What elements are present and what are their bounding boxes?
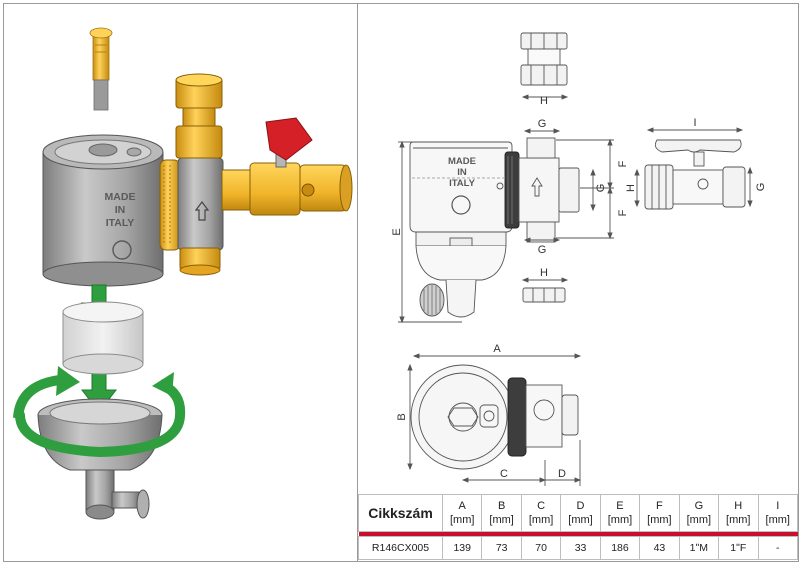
header-col-d: D[mm] <box>560 494 601 532</box>
dim-label-d: D <box>558 468 566 480</box>
cell-e: 186 <box>599 536 641 560</box>
red-separator <box>358 531 798 537</box>
dim-label-f-top: F <box>617 160 629 167</box>
cell-b: 73 <box>481 536 522 560</box>
drawing-engraving-made: MADE <box>448 156 476 167</box>
magnet-screw <box>89 27 113 111</box>
table-row: R146CX005 139 73 70 33 186 43 1ʺM 1ʺF - <box>358 536 798 560</box>
technical-drawings: MADE IN ITALY <box>391 32 767 486</box>
drain-bowl <box>37 398 163 520</box>
engraving-italy: ITALY <box>106 217 135 229</box>
header-col-e: E[mm] <box>599 494 641 532</box>
dim-label-h-top: H <box>540 95 548 107</box>
dim-label-c: C <box>500 468 508 480</box>
filter-body: MADE IN ITALY <box>42 134 164 287</box>
side-view <box>409 137 580 318</box>
coupling-bottom <box>521 277 569 303</box>
valve-drawing <box>634 127 753 210</box>
dim-label-g-mid: G <box>595 184 607 193</box>
flow-arrow-icon <box>194 201 210 221</box>
drawing-engraving-in: IN <box>457 167 467 178</box>
spec-table: Cikkszám A[mm] B[mm] C[mm] D[mm] E[mm] F… <box>358 494 798 560</box>
cell-c: 70 <box>520 536 562 560</box>
dim-label-h-valve: H <box>625 184 637 192</box>
header-product-code: Cikkszám <box>358 494 443 532</box>
dim-label-h-bottom: H <box>540 267 548 279</box>
top-view <box>407 353 582 486</box>
header-col-g: G[mm] <box>678 494 720 532</box>
transparent-cup <box>62 301 144 375</box>
cell-d: 33 <box>560 536 601 560</box>
outer-frame <box>3 3 799 562</box>
engraving-in: IN <box>115 204 126 216</box>
cell-a: 139 <box>441 536 483 560</box>
valve-red-handle <box>265 117 313 161</box>
dim-label-g-valve: G <box>755 183 767 192</box>
dim-label-b: B <box>396 413 408 420</box>
coupling-top <box>520 32 569 100</box>
top-fitting <box>175 73 223 159</box>
spec-header-row: Cikkszám A[mm] B[mm] C[mm] D[mm] E[mm] F… <box>358 494 798 532</box>
brand-logo-icon <box>112 240 132 260</box>
header-col-f: F[mm] <box>639 494 680 532</box>
cell-i: - <box>757 536 798 560</box>
ball-valve <box>221 117 353 216</box>
cell-g: 1ʺM <box>678 536 720 560</box>
dim-label-e: E <box>391 228 403 235</box>
ring-nut <box>159 157 224 251</box>
header-col-h: H[mm] <box>718 494 759 532</box>
drawing-engraving-italy: ITALY <box>449 178 476 189</box>
header-col-b: B[mm] <box>481 494 522 532</box>
engraving-made: MADE <box>105 191 136 203</box>
cell-f: 43 <box>639 536 680 560</box>
exploded-illustration: MADE IN ITALY <box>13 27 353 520</box>
cell-h: 1ʺF <box>718 536 759 560</box>
header-col-a: A[mm] <box>441 494 483 532</box>
dim-label-a: A <box>493 343 501 355</box>
dim-label-g-bottom: G <box>538 244 547 256</box>
rotation-arrow-icon <box>13 366 186 458</box>
dim-label-i: I <box>693 117 696 129</box>
dim-label-g-top: G <box>538 118 547 130</box>
header-col-c: C[mm] <box>520 494 562 532</box>
brand-logo-icon <box>451 195 471 215</box>
panel-divider <box>357 4 358 561</box>
dim-label-f-bottom: F <box>617 209 629 216</box>
header-col-i: I[mm] <box>757 494 798 532</box>
bottom-fitting <box>179 247 221 276</box>
cell-product-code: R146CX005 <box>358 536 443 560</box>
